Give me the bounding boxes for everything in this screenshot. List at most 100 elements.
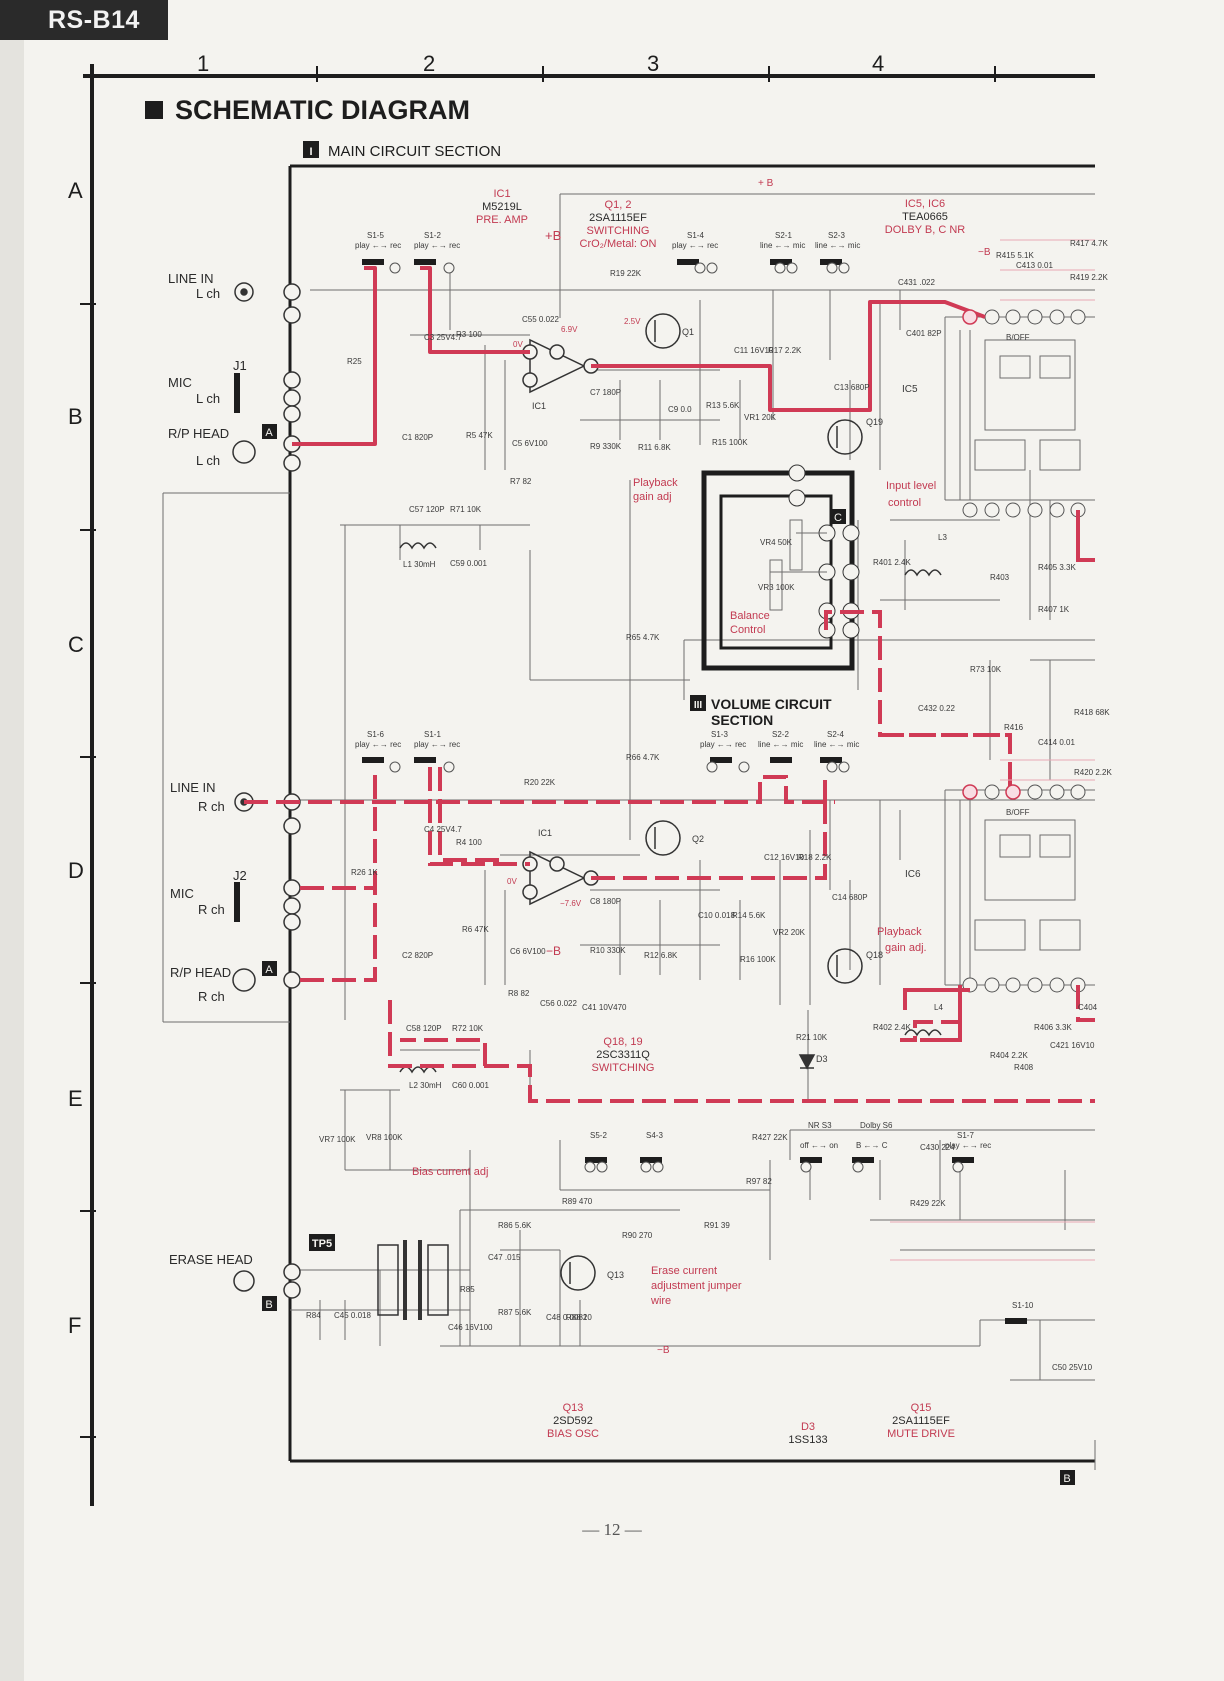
lbl-lm-s23: line ←→ mic — [815, 241, 860, 250]
lbl-l3: L3 — [938, 533, 947, 542]
lbl-pr-s12: play ←→ rec — [414, 241, 460, 250]
lbl-c9: C9 0.0 — [668, 405, 692, 414]
lbl-r417: R417 4.7K — [1070, 239, 1108, 248]
lbl-r8: R8 82 — [508, 989, 530, 998]
lbl-c1: C1 820P — [402, 433, 433, 442]
note-q15-2: 2SA1115EF — [892, 1415, 950, 1427]
lbl-r66: R66 4.7K — [626, 753, 660, 762]
lbl-l1: L1 30mH — [403, 560, 436, 569]
lbl-s14: S1-4 — [687, 231, 704, 240]
lbl-c48: C48 0.0082 — [546, 1313, 588, 1322]
note-q12-3: SWITCHING — [587, 225, 650, 237]
lbl-r91: R91 39 — [704, 1221, 730, 1230]
lbl-c59: C59 0.001 — [450, 559, 487, 568]
page-title: SCHEMATIC DIAGRAM — [175, 95, 470, 125]
lbl-r25: R25 — [347, 357, 362, 366]
jack-j2 — [234, 882, 240, 922]
lbl-c10: C10 0.018 — [698, 911, 735, 920]
note-ic56-3: DOLBY B, C NR — [885, 224, 966, 236]
label-rp-head-r-1: R/P HEAD — [170, 965, 231, 980]
coordinate-frame — [80, 64, 1095, 1506]
lbl-s22: S2-2 — [772, 730, 789, 739]
signal-path-right — [244, 610, 1095, 1103]
lbl-c413: C413 0.01 — [1016, 261, 1053, 270]
test-point-tp5: TP5 — [312, 1238, 332, 1250]
lbl-q2: Q2 — [692, 834, 704, 844]
section-marker-volume-text: III — [694, 700, 703, 711]
lbl-c3: C3 25V4.7 — [424, 333, 462, 342]
lbl-c56: C56 0.022 — [540, 999, 577, 1008]
lbl-plus-b-1: + B — [758, 178, 774, 189]
lbl-c14: C14 680P — [832, 893, 868, 902]
lbl-r13: R13 5.6K — [706, 401, 740, 410]
lbl-s43: S4-3 — [646, 1131, 663, 1140]
lbl-r89: R89 470 — [562, 1197, 593, 1206]
lbl-vr3: VR3 100K — [758, 583, 795, 592]
label-line-in-l-2: L ch — [196, 286, 220, 301]
lbl-r416: R416 — [1004, 723, 1024, 732]
lbl-minus-b-3: −B — [657, 1345, 670, 1356]
note-q13-1: Q13 — [563, 1402, 584, 1414]
note-d3-1: D3 — [801, 1421, 815, 1433]
lbl-r9: R9 330K — [590, 442, 622, 451]
lbl-vr8: VR8 100K — [366, 1133, 403, 1142]
note-q12-2: 2SA1115EF — [589, 212, 647, 224]
lbl-ds6: Dolby S6 — [860, 1121, 893, 1130]
grid-row-a: A — [68, 178, 83, 203]
lbl-r429: R429 22K — [910, 1199, 946, 1208]
lbl-lm-s24: line ←→ mic — [814, 740, 859, 749]
lbl-r17: R17 2.2K — [768, 346, 802, 355]
ic-hot-pins — [962, 309, 1021, 800]
lbl-s15: S1-5 — [367, 231, 384, 240]
label-rp-head-l-2: L ch — [196, 453, 220, 468]
volume-pins — [788, 464, 860, 639]
annotation-erase-current-2: adjustment jumper — [651, 1280, 742, 1292]
signal-path-left — [292, 266, 986, 446]
note-ic1-2: M5219L — [482, 201, 522, 213]
note-ic1-1: IC1 — [493, 188, 510, 200]
section-main-label: MAIN CIRCUIT SECTION — [328, 143, 501, 160]
grid-row-b: B — [68, 404, 83, 429]
lbl-v0a: 0V — [513, 340, 523, 349]
schematic-wiring — [162, 193, 1096, 1470]
section-marker-main — [303, 141, 319, 158]
lbl-r408: R408 — [1014, 1063, 1034, 1072]
lbl-s16: S1-6 — [367, 730, 384, 739]
lbl-c430: C430 224 — [920, 1143, 955, 1152]
grid-col-1: 1 — [197, 51, 209, 76]
note-q1819-3: SWITCHING — [592, 1062, 655, 1074]
lbl-r65: R65 4.7K — [626, 633, 660, 642]
ic5-block — [944, 316, 1095, 501]
lbl-c50: C50 25V10 — [1052, 1363, 1093, 1372]
lbl-c8: C8 180P — [590, 897, 621, 906]
lbl-vr7: VR7 100K — [319, 1135, 356, 1144]
diode-d3 — [798, 1054, 816, 1070]
lbl-c13: C13 680P — [834, 383, 870, 392]
annotation-balance-1: Balance — [730, 610, 770, 622]
lbl-c414: C414 0.01 — [1038, 738, 1075, 747]
marker-a-l: A — [265, 427, 273, 439]
marker-b-bottom: B — [1063, 1473, 1070, 1485]
lbl-c432: C432 0.22 — [918, 704, 955, 713]
lbl-c12: C12 16V10 — [764, 853, 805, 862]
lbl-r10: R10 330K — [590, 946, 626, 955]
annotation-playback-gain-r-1: Playback — [877, 926, 922, 938]
label-mic-l-1: MIC — [168, 375, 192, 390]
lbl-r6: R6 47K — [462, 925, 489, 934]
volume-pots — [769, 519, 827, 611]
lbl-s12: S1-2 — [424, 231, 441, 240]
annotation-playback-gain-r-2: gain adj. — [885, 942, 927, 954]
lbl-vr4: VR4 50K — [760, 538, 793, 547]
opamp-ic1-bottom — [522, 850, 599, 906]
annotation-bias-current: Bias current adj — [412, 1166, 488, 1178]
lbl-d3: D3 — [816, 1054, 828, 1064]
label-line-in-r-1: LINE IN — [170, 780, 216, 795]
note-q15-3: MUTE DRIVE — [887, 1428, 955, 1440]
note-q12-4: CrO₂/Metal: ON — [580, 238, 657, 250]
annotation-erase-current-1: Erase current — [651, 1265, 717, 1277]
lbl-c7: C7 180P — [590, 388, 621, 397]
lbl-r71: R71 10K — [450, 505, 482, 514]
inductors — [399, 542, 942, 1074]
note-q1819-2: 2SC3311Q — [596, 1049, 650, 1061]
